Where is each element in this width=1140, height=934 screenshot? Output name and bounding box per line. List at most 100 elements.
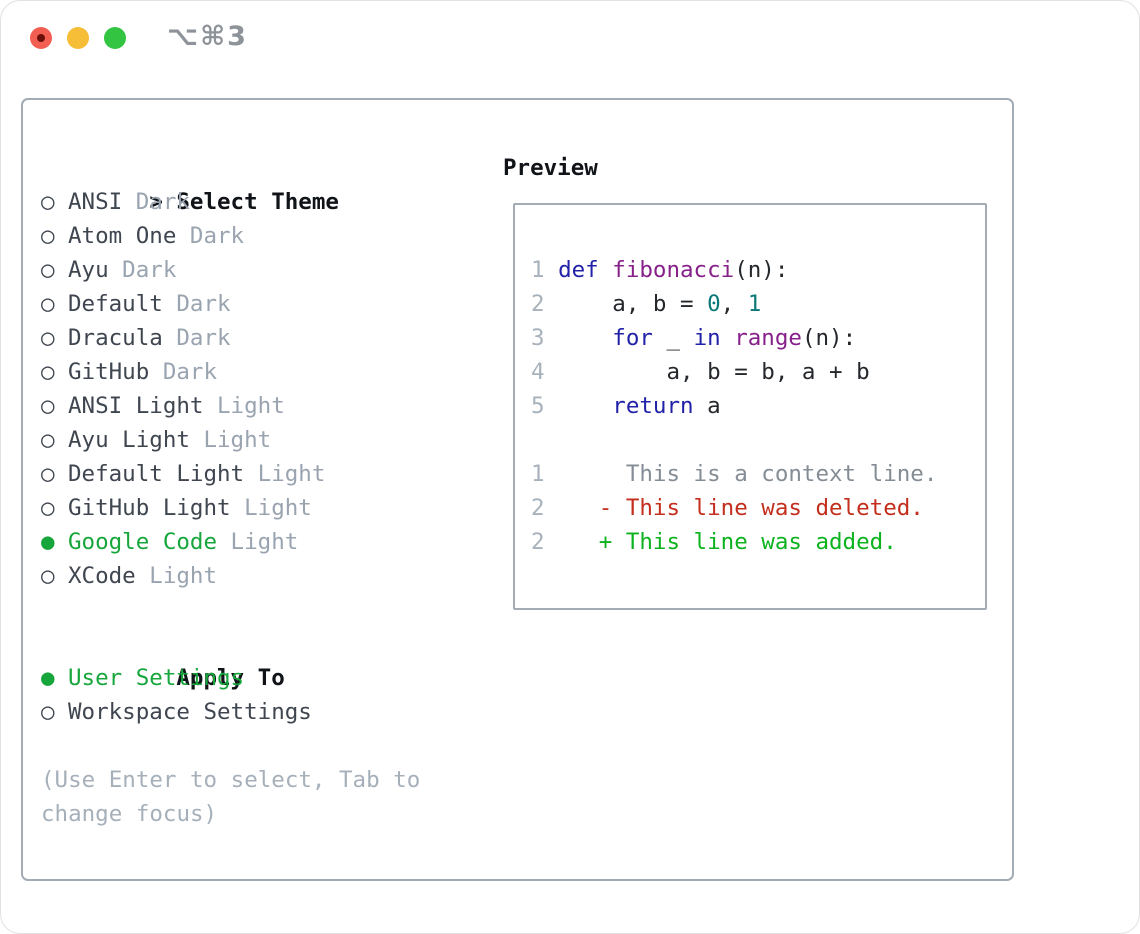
apply-option-label: User Settings: [68, 665, 245, 691]
code-segment: [599, 257, 613, 283]
code-line: 5 return a: [531, 389, 985, 423]
apply-option-workspace-settings[interactable]: ○ Workspace Settings: [41, 695, 481, 729]
code-segment: a, b =: [558, 291, 708, 317]
diff-text: - This line was deleted.: [544, 495, 924, 521]
code-segment: def: [558, 257, 599, 283]
code-segment: (n):: [734, 257, 789, 283]
theme-name: GitHub Light: [68, 495, 231, 521]
theme-picker-panel: >Select Theme ○ANSI Dark○Atom One Dark○A…: [21, 98, 1014, 881]
titlebar: ⌥⌘3: [1, 1, 1139, 75]
theme-option-google-code[interactable]: ● Google Code Light: [41, 525, 481, 559]
theme-variant: Dark: [108, 257, 177, 283]
line-number: 1: [531, 257, 559, 283]
line-number: 1: [531, 461, 545, 487]
code-segment: (n):: [801, 325, 857, 351]
spacer: [41, 729, 481, 763]
close-dot-icon: [37, 34, 45, 42]
theme-option-ansi[interactable]: ○ANSI Dark: [41, 185, 481, 219]
theme-list: ○ANSI Dark○Atom One Dark○Ayu Dark○Defaul…: [41, 185, 481, 593]
window-title: ⌥⌘3: [167, 21, 248, 52]
theme-name: ANSI Light: [68, 393, 204, 419]
code-segment: [721, 325, 735, 351]
theme-option-default[interactable]: ○ Default Dark: [41, 287, 481, 321]
theme-name: Default Light: [68, 461, 245, 487]
radio-icon: ○: [41, 291, 55, 317]
code-line: 1 def fibonacci(n):: [531, 253, 985, 287]
radio-selected-icon: ●: [41, 529, 55, 555]
theme-option-ayu-light[interactable]: ○Ayu Light Light: [41, 423, 481, 457]
radio-icon: ○: [41, 495, 55, 521]
code-segment: 0: [707, 291, 721, 317]
diff-text: + This line was added.: [544, 529, 897, 555]
code-line: 4 a, b = b, a + b: [531, 355, 985, 389]
spacer: [531, 423, 985, 457]
theme-variant: Light: [230, 495, 312, 521]
radio-icon: ○: [41, 223, 55, 249]
theme-variant: Dark: [149, 359, 218, 385]
theme-name: Dracula: [68, 325, 163, 351]
apply-to-header: Apply To: [176, 665, 285, 691]
code-segment: [558, 325, 612, 351]
help-text: (Use Enter to select, Tab to change focu…: [41, 767, 421, 827]
radio-icon: ○: [41, 699, 55, 725]
theme-option-ayu[interactable]: ○ Ayu Dark: [41, 253, 481, 287]
code-segment: a, b = b, a + b: [558, 359, 870, 385]
radio-icon: ○: [41, 563, 55, 589]
theme-variant: Dark: [162, 291, 231, 317]
theme-option-github-light[interactable]: ○ GitHub Light Light: [41, 491, 481, 525]
theme-variant: Light: [189, 427, 272, 453]
theme-name: Ayu: [68, 257, 109, 283]
focus-caret-icon: >: [149, 189, 163, 215]
theme-variant: Dark: [122, 189, 190, 215]
code-segment: _: [652, 325, 694, 351]
code-segment: return: [612, 393, 694, 419]
apply-option-user-settings[interactable]: ● User Settings: [41, 661, 481, 695]
diff-text: This is a context line.: [544, 461, 938, 487]
code-line: 3 for _ in range(n):: [531, 321, 985, 355]
theme-variant: Light: [203, 393, 285, 419]
code-segment: in: [693, 325, 721, 351]
code-segment: fibonacci: [612, 257, 735, 283]
theme-name: GitHub: [68, 359, 150, 385]
theme-option-github[interactable]: ○ GitHub Dark: [41, 355, 481, 389]
code-segment: for: [612, 325, 653, 351]
close-button[interactable]: [30, 27, 52, 49]
code-segment: ,: [720, 291, 748, 317]
theme-variant: Light: [244, 461, 326, 487]
spacer: [41, 593, 481, 627]
radio-icon: ○: [41, 461, 55, 487]
select-theme-header: Select Theme: [176, 189, 339, 215]
theme-option-default-light[interactable]: ○ Default Light Light: [41, 457, 481, 491]
apply-to-header-row: Apply To: [41, 627, 481, 691]
diff-line-added: 2 + This line was added.: [531, 525, 985, 559]
line-number: 2: [531, 495, 545, 521]
line-number: 2: [531, 529, 545, 555]
theme-option-xcode[interactable]: ○XCode Light: [41, 559, 481, 593]
code-line: 2 a, b = 0, 1: [531, 287, 985, 321]
theme-option-ansi-light[interactable]: ○ ANSI Light Light: [41, 389, 481, 423]
apply-option-label: Workspace Settings: [68, 699, 312, 725]
theme-selector-column: >Select Theme ○ANSI Dark○Atom One Dark○A…: [41, 151, 481, 831]
line-number: 4: [531, 359, 559, 385]
radio-icon: ○: [41, 257, 55, 283]
theme-name: Default: [68, 291, 163, 317]
radio-icon: ○: [41, 393, 55, 419]
radio-icon: ○: [41, 427, 55, 453]
theme-name: Google Code: [68, 529, 218, 555]
zoom-button[interactable]: [104, 27, 126, 49]
radio-selected-icon: ●: [41, 665, 55, 691]
theme-option-dracula[interactable]: ○Dracula Dark: [41, 321, 481, 355]
radio-icon: ○: [41, 325, 55, 351]
theme-name: ANSI: [68, 189, 123, 215]
line-number: 5: [531, 393, 559, 419]
code-segment: [558, 393, 612, 419]
theme-variant: Dark: [176, 223, 245, 249]
minimize-button[interactable]: [67, 27, 89, 49]
radio-icon: ○: [41, 359, 55, 385]
code-segment: a: [693, 393, 721, 419]
theme-variant: Light: [217, 529, 299, 555]
theme-option-atom-one[interactable]: ○Atom One Dark: [41, 219, 481, 253]
diff-line-context: 1 This is a context line.: [531, 457, 985, 491]
preview-header: Preview: [503, 155, 598, 181]
